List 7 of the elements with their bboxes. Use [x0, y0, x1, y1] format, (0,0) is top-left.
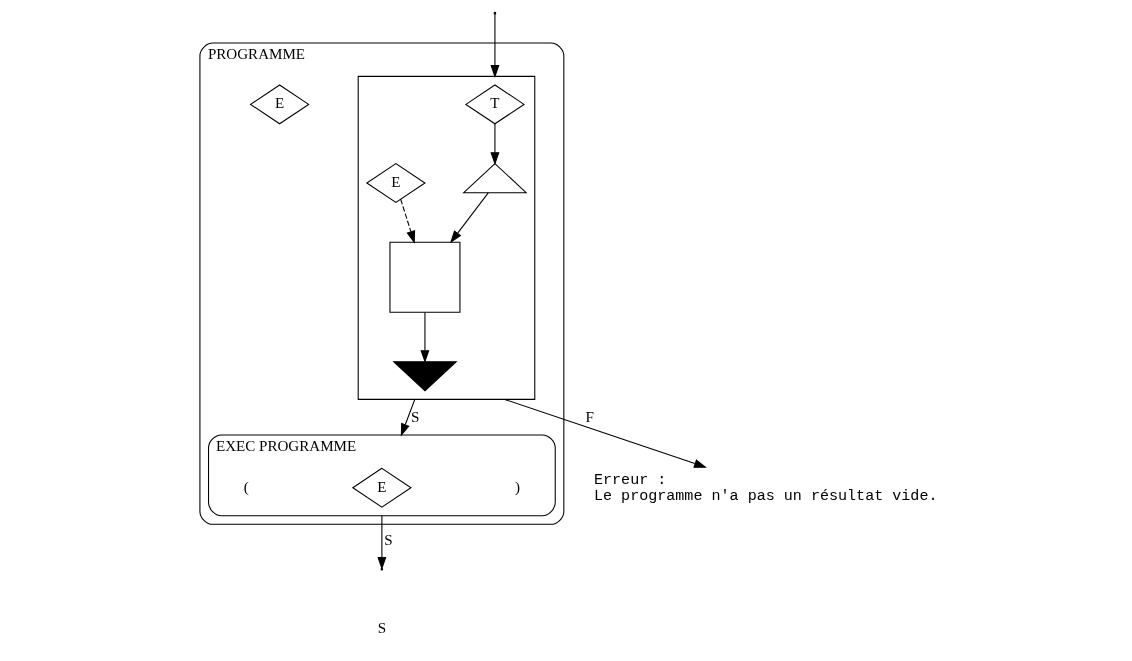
- edge-label: S: [411, 409, 420, 426]
- label: (: [243, 478, 249, 495]
- edge-label: F: [585, 409, 594, 426]
- label: ): [515, 478, 521, 495]
- edge-label: S: [384, 531, 393, 548]
- node-text: Erreur : Le programme n'a pas un résultat vide.: [593, 470, 938, 505]
- label: S: [377, 620, 387, 637]
